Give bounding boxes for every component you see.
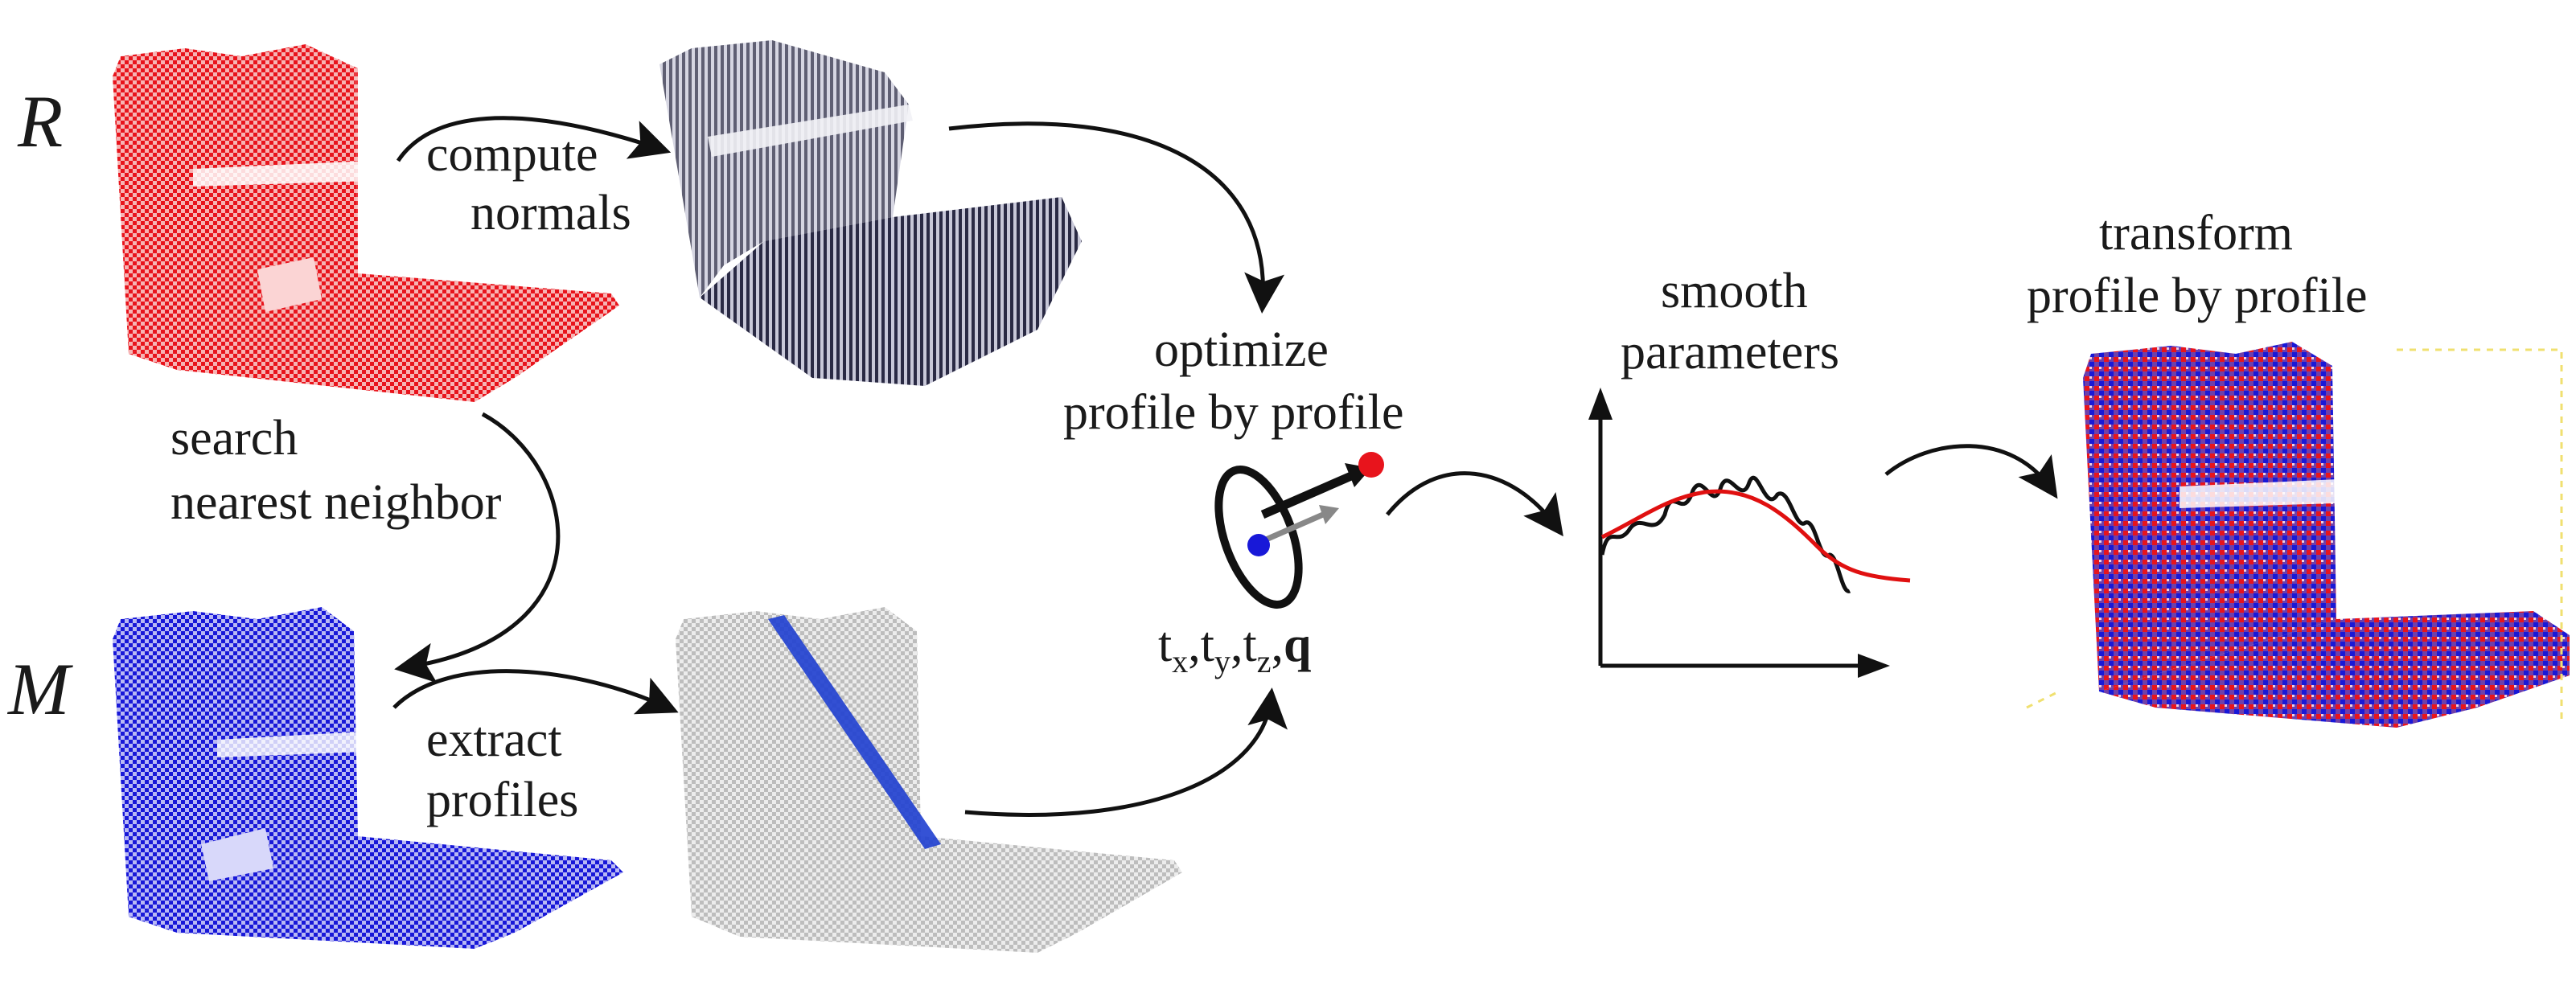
transformed-shelf xyxy=(2180,478,2358,508)
arrow-r-to-m xyxy=(394,412,561,683)
model-floor xyxy=(129,836,623,949)
gray-vector-head xyxy=(1319,505,1339,524)
arrow-profiles-to-optimize xyxy=(964,687,1288,817)
smoothing-chart xyxy=(1588,388,1911,678)
label-smooth-line1: smooth xyxy=(1661,264,1808,318)
smooth-curve xyxy=(1600,489,1911,583)
arrow-r-to-normals xyxy=(396,116,672,162)
black-vector xyxy=(1260,471,1354,519)
param-comma1: , xyxy=(1188,618,1201,672)
gray-vector xyxy=(1257,511,1325,546)
chart-x-axis-head xyxy=(1858,654,1890,678)
model-point-cloud xyxy=(113,607,623,949)
normals-wall xyxy=(659,40,909,297)
arrow-normals-to-optimize xyxy=(948,121,1285,314)
param-t2: t xyxy=(1201,618,1214,672)
symbol-reference: R xyxy=(17,80,63,162)
label-compute-normals-line1: compute xyxy=(426,127,598,182)
reference-floor xyxy=(129,273,619,402)
label-optimize-line1: optimize xyxy=(1154,322,1329,377)
profiles-wall xyxy=(676,607,921,917)
label-search-nn-line1: search xyxy=(171,411,298,466)
profiles-floor xyxy=(692,836,1182,953)
label-transform-line1: transform xyxy=(2099,206,2293,261)
blue-point xyxy=(1247,534,1270,556)
param-t1: t xyxy=(1158,618,1172,672)
param-comma3: , xyxy=(1271,618,1284,672)
param-sub-z: z xyxy=(1257,643,1272,679)
normals-shelf xyxy=(708,105,913,157)
arrow-smooth-to-transform xyxy=(1884,444,2058,499)
symbol-model: M xyxy=(6,648,73,730)
normals-floor xyxy=(700,197,1082,386)
param-sub-x: x xyxy=(1172,643,1188,679)
raw-curve xyxy=(1600,475,1851,593)
label-search-nn-line2: nearest neighbor xyxy=(171,475,502,530)
param-q: q xyxy=(1284,618,1311,672)
label-compute-normals-line2: normals xyxy=(470,186,631,240)
reference-shelf xyxy=(193,161,372,187)
arrow-m-to-profiles xyxy=(392,669,679,715)
reference-point-cloud xyxy=(113,44,619,402)
normals-point-cloud xyxy=(659,40,1082,386)
label-smooth-line2: parameters xyxy=(1621,325,1839,380)
transformed-wall xyxy=(2083,342,2336,691)
transformed-floor xyxy=(2099,611,2570,728)
flow-arrows xyxy=(392,116,2058,817)
label-extract-profiles-line2: profiles xyxy=(426,773,578,827)
label-extract-profiles-line1: extract xyxy=(426,712,562,767)
arrow-optimize-to-smooth xyxy=(1386,471,1563,537)
transformed-point-cloud xyxy=(2026,342,2570,728)
param-t3: t xyxy=(1243,618,1256,672)
optimization-glyph xyxy=(1214,452,1384,609)
label-transform-line2: profile by profile xyxy=(2027,269,2368,323)
label-optimize-line2: profile by profile xyxy=(1063,385,1404,440)
profiles-point-cloud xyxy=(676,607,1182,953)
chart-y-axis-head xyxy=(1588,388,1613,420)
reference-box xyxy=(257,257,322,312)
red-point xyxy=(1358,452,1384,478)
parameter-label: tx,ty,tz,q xyxy=(1158,618,1311,679)
param-comma2: , xyxy=(1230,618,1243,672)
optimization-ellipse xyxy=(1214,466,1303,609)
model-box xyxy=(201,828,273,881)
profile-stripe xyxy=(768,615,941,849)
param-sub-y: y xyxy=(1214,643,1230,679)
model-shelf xyxy=(217,732,364,757)
transformed-bbox xyxy=(2026,348,2563,724)
model-wall xyxy=(113,607,358,917)
